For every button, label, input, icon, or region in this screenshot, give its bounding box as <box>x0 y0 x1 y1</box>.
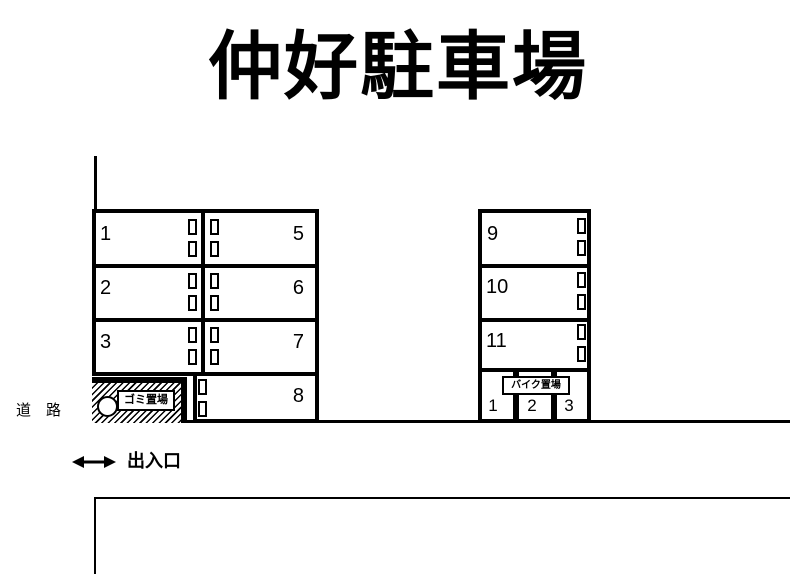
missing-glyph-box <box>198 379 207 395</box>
missing-glyph-box <box>577 294 586 310</box>
space-number-3: 3 <box>100 331 112 353</box>
missing-glyph-box <box>188 295 197 311</box>
bike-space-number-3: 3 <box>564 396 574 415</box>
parking-space-8 <box>193 372 319 423</box>
lower-boundary-horizontal-line <box>94 497 790 499</box>
space-number-5: 5 <box>292 223 304 245</box>
entrance-exit-label: 出入口 <box>127 451 181 471</box>
parking-space-10 <box>478 264 591 322</box>
space-number-2: 2 <box>100 277 112 299</box>
garbage-area-label: ゴミ置場 <box>117 390 175 411</box>
space-number-9: 9 <box>487 223 499 245</box>
missing-glyph-box <box>577 324 586 340</box>
road-label: 道 路 <box>16 402 62 419</box>
double-arrow-icon <box>72 456 116 468</box>
lower-boundary-vertical-line <box>94 497 96 574</box>
missing-glyph-box <box>577 240 586 256</box>
missing-glyph-box <box>188 241 197 257</box>
missing-glyph-box <box>198 401 207 417</box>
missing-glyph-box <box>210 273 219 289</box>
missing-glyph-box <box>210 327 219 343</box>
missing-glyph-box <box>188 327 197 343</box>
missing-glyph-box <box>577 218 586 234</box>
missing-glyph-box <box>188 349 197 365</box>
missing-glyph-box <box>210 349 219 365</box>
space-number-6: 6 <box>292 277 304 299</box>
missing-glyph-box <box>188 273 197 289</box>
space-number-8: 8 <box>292 385 304 407</box>
missing-glyph-box <box>188 219 197 235</box>
space-number-7: 7 <box>292 331 304 353</box>
parking-space-7 <box>201 318 319 376</box>
upper-left-boundary-line <box>94 156 97 213</box>
space-number-1: 1 <box>100 223 112 245</box>
bike-space-number-1: 1 <box>488 396 498 415</box>
bike-space-number-2: 2 <box>527 396 537 415</box>
space-number-10: 10 <box>486 276 509 298</box>
missing-glyph-box <box>577 346 586 362</box>
lot-bottom-boundary-line <box>92 420 790 423</box>
missing-glyph-box <box>210 241 219 257</box>
missing-glyph-box <box>210 295 219 311</box>
missing-glyph-box <box>577 272 586 288</box>
bike-area-label: バイク置場 <box>502 376 570 395</box>
space-number-11: 11 <box>486 330 507 352</box>
missing-glyph-box <box>210 219 219 235</box>
bike-stall-divider <box>551 368 557 423</box>
parking-space-5 <box>201 209 319 268</box>
page-title: 仲好駐車場 <box>208 25 588 108</box>
bike-stall-divider <box>513 368 519 423</box>
garbage-bin-circle <box>97 396 118 417</box>
